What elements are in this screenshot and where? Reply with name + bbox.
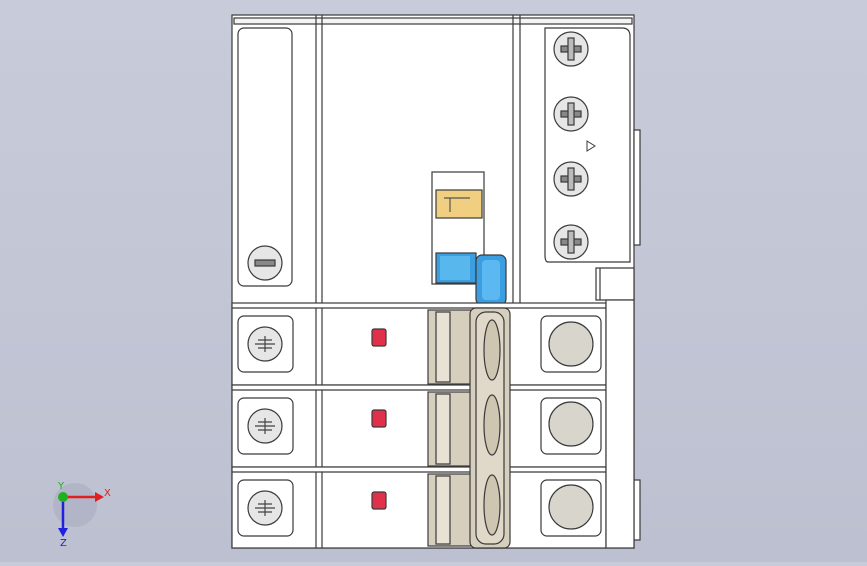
terminal-screw-2 bbox=[553, 96, 589, 132]
y-axis-label: Y bbox=[57, 481, 65, 492]
x-arrow-icon bbox=[95, 492, 104, 502]
terminal-screw-1 bbox=[553, 31, 589, 67]
z-axis-label: Z bbox=[60, 538, 67, 549]
left-terminal-screw bbox=[247, 245, 283, 281]
pole-module-2 bbox=[231, 384, 607, 468]
pole-module-3 bbox=[231, 466, 607, 549]
slider-handle bbox=[475, 254, 507, 306]
z-arrow-icon bbox=[58, 528, 68, 537]
side-panel bbox=[605, 299, 635, 549]
x-axis-label: X bbox=[104, 488, 111, 499]
common-trip-lever bbox=[469, 307, 511, 549]
y-axis-dot bbox=[58, 492, 68, 502]
pole-module-1 bbox=[231, 302, 607, 386]
orientation-triad: X Y Z bbox=[53, 481, 111, 549]
arrow-marker-icon bbox=[586, 140, 596, 152]
test-button bbox=[431, 171, 485, 285]
terminal-screw-4 bbox=[553, 224, 589, 260]
terminal-screw-3 bbox=[553, 161, 589, 197]
